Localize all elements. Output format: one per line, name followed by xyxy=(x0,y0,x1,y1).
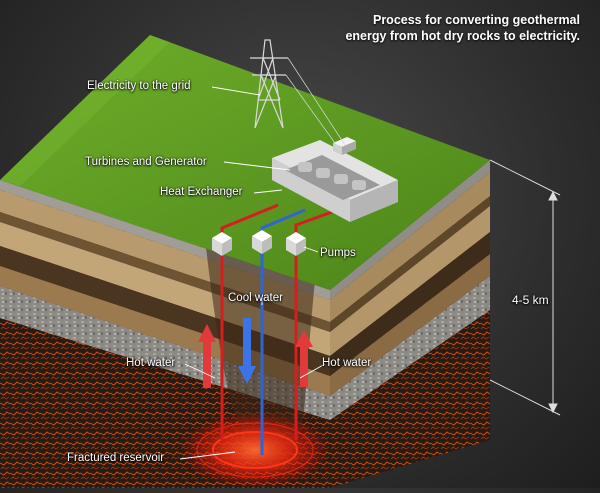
pump-left xyxy=(212,232,232,256)
cool-arrow xyxy=(243,318,251,368)
label-hot-water-left: Hot water xyxy=(126,357,176,369)
grass-surface xyxy=(0,35,490,290)
label-hot-water-right: Hot water xyxy=(322,357,372,369)
pump-right xyxy=(286,232,306,256)
front-right-face xyxy=(330,160,490,488)
label-pumps: Pumps xyxy=(320,247,356,259)
label-depth: 4-5 km xyxy=(512,293,549,307)
pump-middle xyxy=(252,230,272,254)
fractured-reservoir xyxy=(180,412,330,488)
label-turbines-generator: Turbines and Generator xyxy=(85,156,207,168)
hot-arrow-right xyxy=(300,345,308,387)
label-cool-water: Cool water xyxy=(228,292,283,304)
depth-bracket xyxy=(489,159,561,416)
label-fractured-reservoir: Fractured reservoir xyxy=(67,452,165,464)
leader-lines xyxy=(179,86,326,460)
flow-arrows xyxy=(198,318,313,388)
title-line-1: Process for converting geothermal xyxy=(372,13,580,27)
diagram-title: Process for converting geothermal energy… xyxy=(280,12,580,44)
power-plant xyxy=(272,137,398,222)
pumps-group xyxy=(212,230,306,256)
hot-arrow-left xyxy=(203,340,211,388)
label-heat-exchanger: Heat Exchanger xyxy=(160,186,243,198)
transmission-tower xyxy=(250,39,346,151)
label-electricity-grid: Electricity to the grid xyxy=(87,80,191,92)
title-line-2: energy from hot dry rocks to electricity… xyxy=(345,29,580,43)
